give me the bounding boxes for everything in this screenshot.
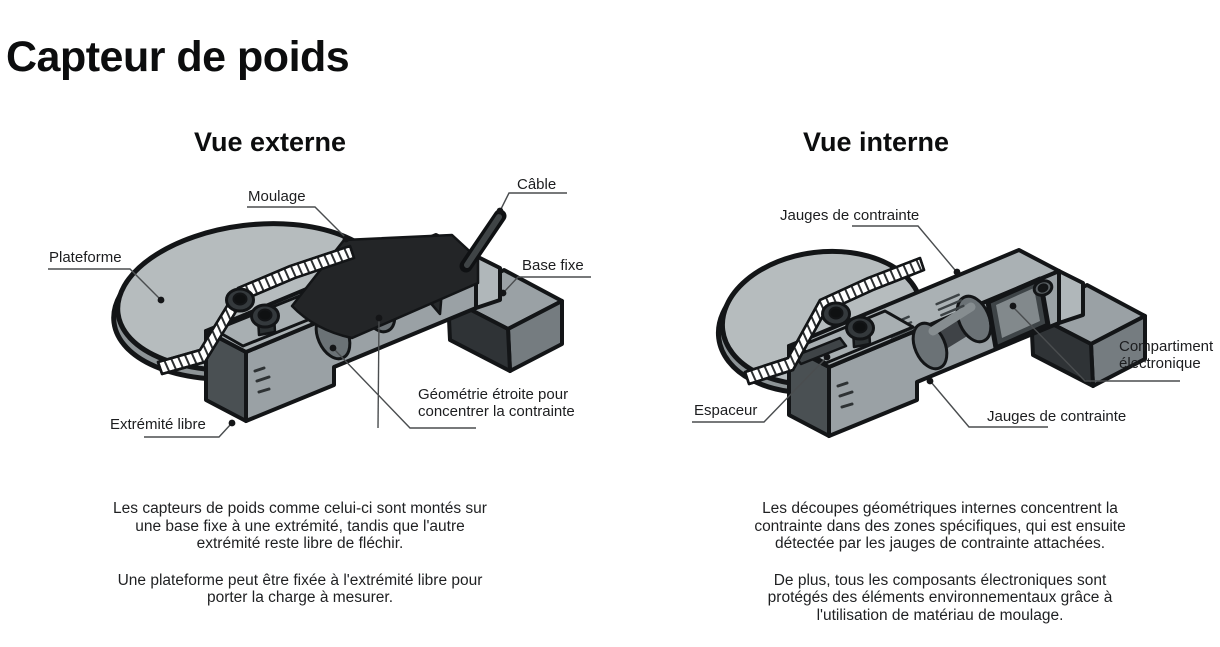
plateforme-leader-line bbox=[48, 268, 160, 299]
label-base-fixe: Base fixe bbox=[522, 257, 584, 274]
part-markings bbox=[253, 366, 271, 394]
hatch-cut-edge bbox=[156, 244, 356, 376]
geometrie-leader-dot-2 bbox=[375, 314, 383, 322]
internal-view-heading: Vue interne bbox=[802, 127, 950, 157]
label-geometrie-etroite: Géométrie étroite pour concentrer la con… bbox=[418, 386, 575, 421]
external-caption-paragraph-1: Les capteurs de poids comme celui-ci son… bbox=[113, 500, 487, 552]
compartiment-leader-line bbox=[1013, 307, 1180, 382]
mounting-bolt-icon bbox=[821, 301, 875, 349]
cable-leader-dot bbox=[496, 207, 504, 215]
espaceur-leader-dot bbox=[823, 353, 831, 361]
jauges-top-leader-line bbox=[852, 225, 956, 271]
label-extremite-libre: Extrémité libre bbox=[110, 416, 206, 433]
label-espaceur: Espaceur bbox=[694, 402, 758, 419]
moulage-leader-dot bbox=[342, 235, 350, 243]
label-plateforme: Plateforme bbox=[49, 249, 122, 266]
cable-line bbox=[459, 209, 507, 273]
extremite-leader-line bbox=[144, 423, 232, 438]
jauges-top-leader-dot bbox=[953, 268, 961, 276]
mounting-bolt-icon bbox=[225, 287, 280, 337]
moulage-leader-line bbox=[247, 206, 346, 238]
page-title: Capteur de poids bbox=[6, 32, 350, 81]
compartiment-leader-dot bbox=[1009, 302, 1017, 310]
external-view-illustration bbox=[111, 209, 564, 423]
geometrie-leader-dot bbox=[329, 344, 337, 352]
label-jauges-contrainte-haut: Jauges de contrainte bbox=[780, 207, 920, 224]
external-caption-paragraph-2: Une plateforme peut être fixée à l'extré… bbox=[117, 571, 483, 607]
label-moulage: Moulage bbox=[248, 188, 306, 205]
internal-view-illustration bbox=[715, 248, 1147, 438]
hatch-cut-edge bbox=[743, 256, 926, 386]
leader-dots bbox=[157, 207, 1017, 427]
internal-view-caption: Les découpes géométriques internes conce… bbox=[742, 500, 1138, 643]
jauges-bottom-leader-dot bbox=[926, 377, 934, 385]
internal-caption-paragraph-1: Les découpes géométriques internes conce… bbox=[754, 500, 1126, 552]
plateforme-leader-dot bbox=[157, 296, 165, 304]
extremite-leader-dot bbox=[228, 419, 236, 427]
narrow-geometry-cutouts bbox=[911, 294, 993, 371]
label-compartiment-electronique: Compartiment électronique bbox=[1119, 338, 1214, 373]
espaceur-leader-line bbox=[692, 358, 826, 423]
base-fixe-leader-line bbox=[503, 276, 591, 293]
label-jauges-contrainte-bas: Jauges de contrainte bbox=[987, 408, 1127, 425]
geometrie-leader-line bbox=[333, 348, 476, 429]
base-fixe-leader-dot bbox=[499, 289, 507, 297]
cable-leader-line bbox=[500, 192, 567, 210]
internal-caption-paragraph-2: De plus, tous les composants électroniqu… bbox=[767, 571, 1113, 624]
part-markings bbox=[836, 381, 854, 409]
external-view-heading: Vue externe bbox=[193, 127, 347, 157]
leader-lines bbox=[48, 192, 1180, 438]
external-view-caption: Les capteurs de poids comme celui-ci son… bbox=[104, 500, 496, 626]
jauges-bottom-leader-line bbox=[930, 381, 1048, 428]
label-cable: Câble bbox=[517, 176, 557, 193]
cable-exit-hole bbox=[1032, 279, 1054, 297]
geometrie-leader-line-2 bbox=[377, 319, 380, 429]
